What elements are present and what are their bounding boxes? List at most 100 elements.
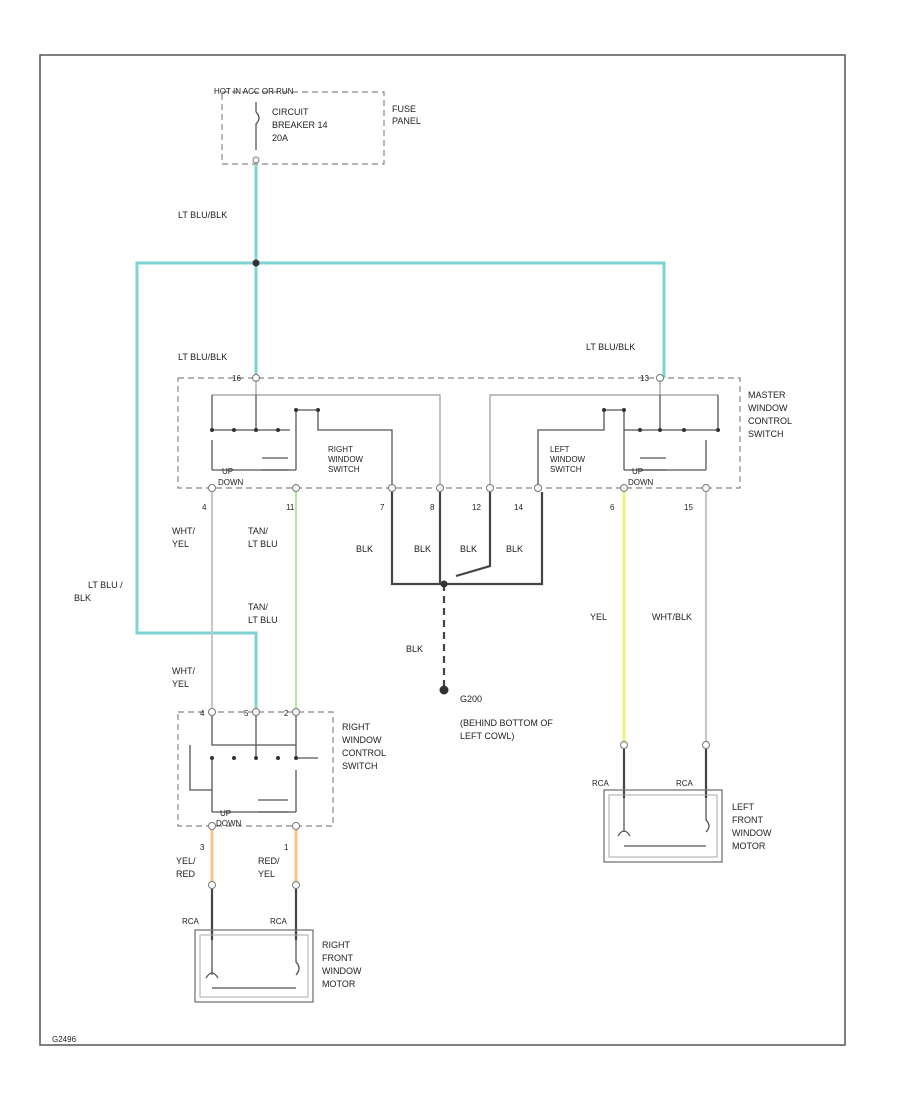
master-pin-8 — [436, 484, 444, 492]
red-yel-a: RED/ — [258, 856, 280, 866]
right-switch-contact-c — [254, 428, 258, 432]
left-front-window-motor: RCA RCA LEFT FRONT WINDOW MOTOR — [592, 741, 772, 863]
right-ctrl-pin-top-3: 2 — [284, 709, 289, 718]
yel-left-label: YEL — [590, 612, 607, 622]
master-up-left-label: UP — [222, 467, 233, 476]
left-switch-contact-f — [716, 428, 720, 432]
right-ctrl-label-1: RIGHT — [342, 722, 371, 732]
feed-wires: LT BLU/BLK LT BLU/BLK LT BLU/BLK LT BLU … — [74, 165, 666, 712]
right-ctrl-pin-c — [292, 708, 300, 716]
master-down-right-label: DOWN — [628, 478, 654, 487]
tan-lt-blu-1b: LT BLU — [248, 539, 278, 549]
blk-ground-bus — [390, 492, 544, 586]
tan-lt-blu-1a: TAN/ — [248, 526, 268, 536]
right-motor-symbol — [205, 940, 300, 989]
ground-splice — [440, 580, 448, 588]
ground-point — [439, 685, 449, 695]
left-window-switch-line-3: SWITCH — [550, 465, 582, 474]
right-ctrl-pin-a — [208, 708, 216, 716]
master-pin-7 — [388, 484, 396, 492]
breaker-terminal — [252, 156, 260, 164]
right-switch-contact-d — [276, 428, 280, 432]
left-motor-label-1: LEFT — [732, 802, 755, 812]
right-ctrl-contact-4 — [276, 756, 280, 760]
right-switch-contact-b — [232, 428, 236, 432]
right-ctrl-pin-top-2: 5 — [244, 709, 249, 718]
left-motor-label-2: FRONT — [732, 815, 763, 825]
left-switch-contact-c — [638, 428, 642, 432]
right-motor-box — [194, 929, 314, 1003]
yel-red-a: YEL/ — [176, 856, 196, 866]
master-bus-left — [489, 394, 718, 485]
right-ctrl-label-3: CONTROL — [342, 748, 386, 758]
lt-blu-blk-right-label: LT BLU/BLK — [586, 342, 635, 352]
master-pin-11 — [292, 484, 300, 492]
right-motor-conn-a — [208, 881, 216, 889]
ground-id: G200 — [460, 694, 482, 704]
right-window-control-switch: 4 5 2 UP DOWN 3 1 RIGHT WINDOW CONTROL S… — [177, 708, 386, 852]
master-switch-line-3: CONTROL — [748, 416, 792, 426]
right-switch-contact-f — [316, 408, 320, 412]
right-motor-inner-box — [199, 934, 309, 998]
right-ctrl-pin-top-1: 4 — [200, 709, 205, 718]
left-motor-conn-b — [702, 741, 710, 749]
wht-blk-left-label: WHT/BLK — [652, 612, 692, 622]
right-ctrl-pin-bot-1: 3 — [200, 843, 205, 852]
yel-red-b: RED — [176, 869, 196, 879]
left-motor-inner-box — [608, 794, 718, 858]
master-pin-label-7: 15 — [684, 503, 693, 512]
breaker-line-1: CIRCUIT — [272, 107, 309, 117]
master-pin-6 — [620, 484, 628, 492]
right-window-switch-poles — [211, 395, 297, 471]
tan-lt-blu-2b: LT BLU — [248, 615, 278, 625]
master-bottom-pins: 4 11 7 8 12 14 6 15 — [202, 484, 710, 512]
right-front-window-motor: RCA RCA RIGHT FRONT WINDOW MOTOR — [182, 917, 362, 1003]
master-up-right-label: UP — [632, 467, 643, 476]
left-motor-box — [603, 789, 723, 863]
right-control-switch-box — [177, 711, 334, 827]
right-feed-wire — [256, 261, 666, 378]
blk-label-4: BLK — [506, 544, 523, 554]
right-ctrl-pin-bottom-b — [292, 822, 300, 830]
right-ctrl-up: UP — [220, 809, 231, 818]
red-yel-b: YEL — [258, 869, 275, 879]
master-pin-label-0: 4 — [202, 503, 207, 512]
right-window-switch-line-2: WINDOW — [328, 455, 364, 464]
hot-label: HOT IN ACC OR RUN — [214, 87, 294, 96]
ground-desc-2: LEFT COWL) — [460, 731, 514, 741]
left-feed-wire — [135, 261, 258, 712]
master-pin-label-2: 7 — [380, 503, 385, 512]
right-ctrl-arrows — [258, 799, 288, 813]
right-motor-conn-b — [292, 881, 300, 889]
left-window-switch-poles — [623, 395, 707, 471]
left-switch-contact-b — [622, 408, 626, 412]
lt-blu-blk-side-label-2: BLK — [74, 593, 91, 603]
lt-blu-blk-side-label-1: LT BLU / — [88, 580, 123, 590]
left-motor-leads — [622, 749, 708, 798]
blk-label-1: BLK — [356, 544, 373, 554]
right-motor-label-2: FRONT — [322, 953, 353, 963]
right-ctrl-label-2: WINDOW — [342, 735, 382, 745]
diagram-frame — [39, 54, 846, 1046]
breaker-line-2: BREAKER 14 — [272, 120, 328, 130]
master-pin-label-3: 8 — [430, 503, 435, 512]
right-ctrl-pin-bottom-a — [208, 822, 216, 830]
left-window-switch-line-1: LEFT — [550, 445, 570, 454]
left-switch-contact-a — [602, 408, 606, 412]
right-ctrl-label-4: SWITCH — [342, 761, 378, 771]
fuse-panel-line-2: PANEL — [392, 116, 421, 126]
right-motor-label-1: RIGHT — [322, 940, 351, 950]
fuse-panel: HOT IN ACC OR RUN CIRCUIT BREAKER 14 20A… — [214, 87, 421, 165]
master-pin-label-5: 14 — [514, 503, 523, 512]
right-ctrl-down: DOWN — [216, 819, 242, 828]
right-ctrl-contact-5 — [294, 756, 298, 760]
left-motor-label-3: WINDOW — [732, 828, 772, 838]
right-ctrl-contact-2 — [232, 756, 236, 760]
left-switch-arrows — [640, 457, 666, 471]
master-pin-label-1: 11 — [286, 503, 295, 512]
master-pin-label-6: 6 — [610, 503, 615, 512]
right-switch-contact-a — [210, 428, 214, 432]
master-switch-box — [177, 377, 741, 489]
